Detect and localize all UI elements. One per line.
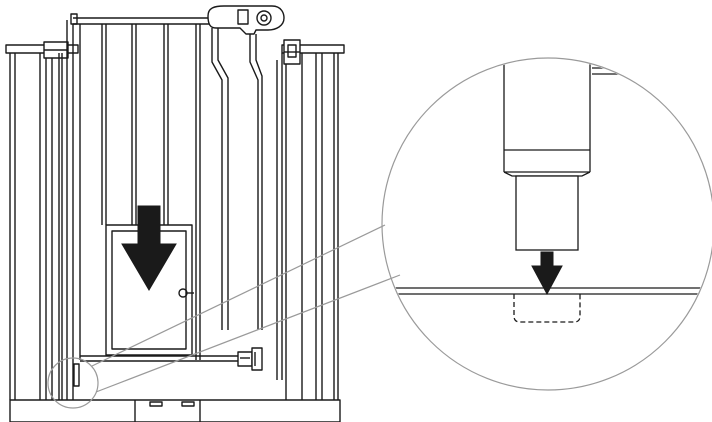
- post-end-main: [73, 363, 80, 387]
- detail-view: [383, 59, 712, 323]
- bracket-upper: [283, 39, 301, 65]
- callout-detail-circle: [381, 57, 712, 391]
- callout-small-circle: [47, 357, 99, 409]
- callout: [47, 57, 712, 409]
- main-view: [5, 5, 345, 422]
- wall-frame-right: [281, 44, 345, 400]
- callout-connector-top: [91, 224, 386, 367]
- floor-base: [9, 399, 341, 422]
- floor-recess: [513, 294, 581, 323]
- down-arrow-main: [121, 205, 177, 291]
- callout-connector-bottom: [95, 274, 401, 393]
- gate-door: [79, 24, 240, 362]
- gate-frame: [58, 13, 283, 400]
- post-end: [503, 59, 712, 251]
- handle-assembly: [207, 5, 285, 330]
- wall-frame-left: [5, 41, 79, 400]
- down-arrow-detail: [531, 251, 563, 296]
- latch-lower: [237, 347, 263, 371]
